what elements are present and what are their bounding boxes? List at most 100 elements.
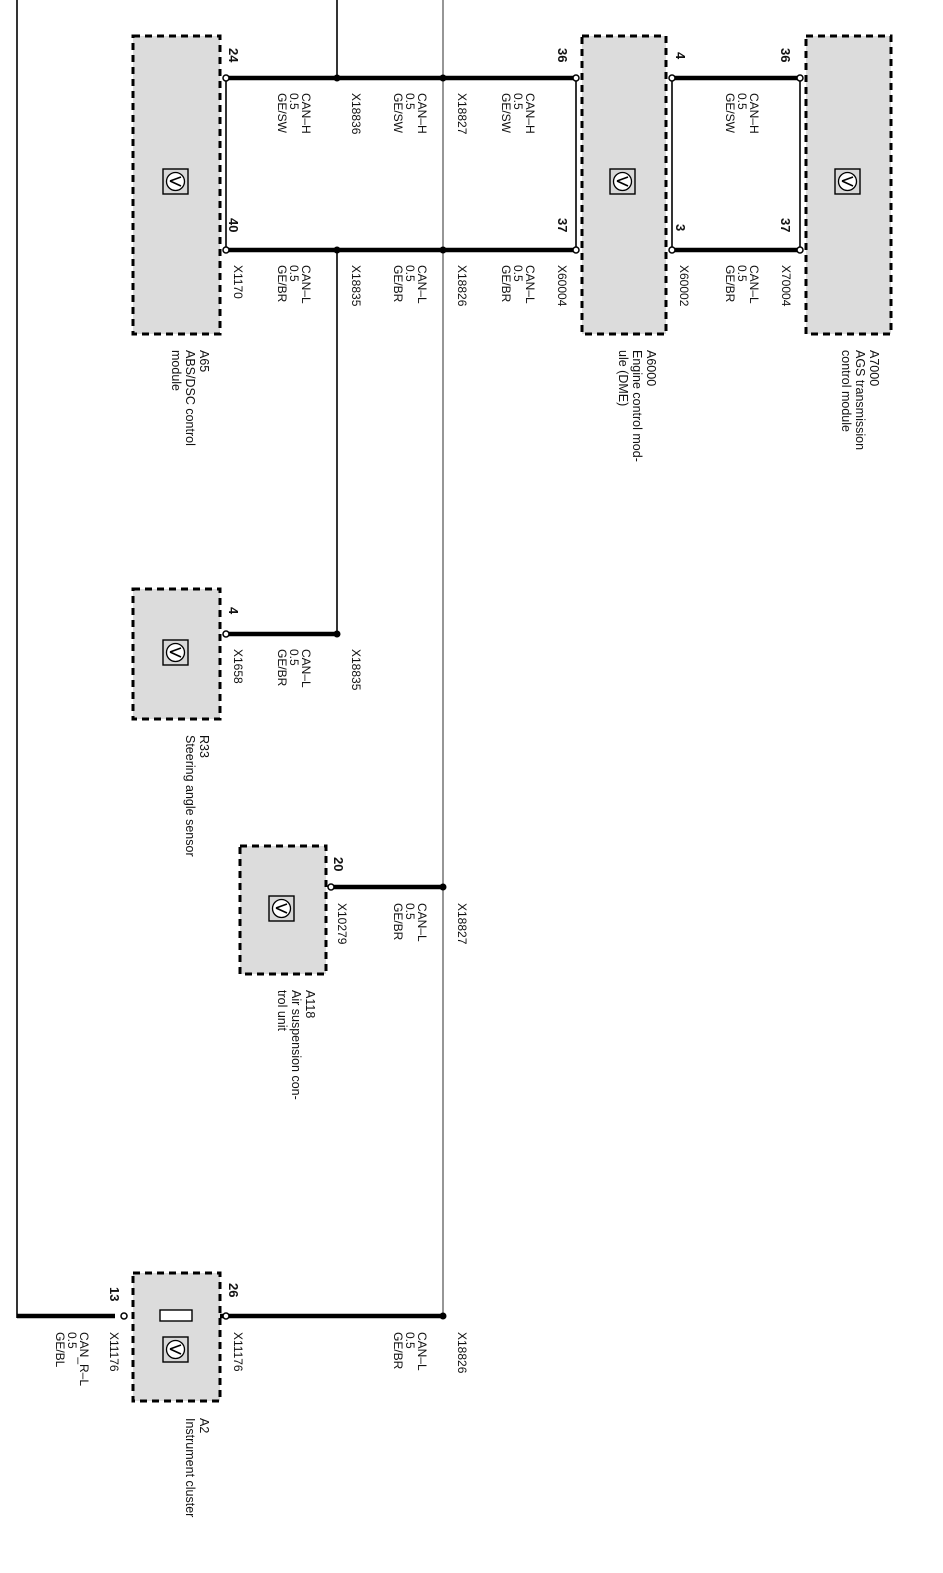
splice-label: X18827: [455, 93, 469, 135]
wire-color: GE/SW: [723, 93, 737, 134]
splice-dot-x18827-air: [439, 883, 447, 891]
pin-terminal: [222, 246, 230, 254]
wire-labels-can-l: CAN–L 0.5 GE/BR CAN–L 0.5 GE/BR CAN–L 0.…: [53, 265, 761, 1386]
connector-label: X70004: [779, 265, 793, 307]
wire-color: GE/BR: [391, 903, 405, 941]
pin-numbers: 24 40 36 37 4 3 36 37 4 20 26 13: [107, 48, 793, 1301]
splice-label: X18836: [349, 93, 363, 135]
connector-label: X1658: [231, 649, 245, 684]
module-a118[interactable]: [238, 844, 328, 976]
wire-color: GE/BR: [391, 265, 405, 303]
connector-label: X10279: [335, 903, 349, 945]
wire-signal: CAN_R–L: [77, 1332, 91, 1386]
splice-dot-x18826: [439, 246, 447, 254]
module-name-line: module: [169, 350, 183, 391]
wire-gauge: 0.5: [287, 93, 301, 110]
wire-gauge: 0.5: [511, 265, 525, 282]
module-r33[interactable]: [131, 587, 222, 721]
wire-signal: CAN–L: [747, 265, 761, 304]
pin-terminal: [327, 883, 335, 891]
pin-terminal: [222, 74, 230, 82]
module-code: A7000: [867, 350, 881, 386]
module-title-a118: A118 Air suspension con- trol unit: [275, 990, 317, 1100]
ecu-icon-circle: [165, 171, 186, 192]
module-name-line: Steering angle sensor: [183, 735, 197, 857]
module-a6000[interactable]: [580, 34, 668, 336]
module-name-line: Instrument cluster: [183, 1418, 197, 1517]
splice-label: X18826: [455, 265, 469, 307]
wire-signal: CAN–H: [747, 93, 761, 134]
wire-color: GE/SW: [391, 93, 405, 134]
splice-label: X18835: [349, 265, 363, 307]
splice-label: X18826: [455, 1332, 469, 1374]
wire-signal: CAN–H: [523, 93, 537, 134]
connector-label: X11176: [107, 1332, 121, 1372]
connector-label: X60004: [555, 265, 569, 307]
wire-color: GE/BR: [275, 265, 289, 303]
module-a7000[interactable]: [804, 34, 893, 336]
wire-gauge: 0.5: [735, 93, 749, 110]
wire-gauge: 0.5: [287, 265, 301, 282]
module-title-a7000: A7000 AGS transmission control module: [839, 350, 881, 450]
pin-number: 13: [107, 1287, 122, 1301]
wire-gauge: 0.5: [403, 903, 417, 920]
ecu-icon-circle: [612, 171, 633, 192]
module-name-line: Air suspension con-: [289, 990, 303, 1100]
module-title-a65: A65 ABS/DSC control module: [169, 350, 211, 446]
wire-gauge: 0.5: [735, 265, 749, 282]
pin-number: 40: [226, 218, 241, 232]
connector-labels: X1170 X60004 X60002 X70004 X1658 X10279 …: [107, 265, 793, 1372]
splice-dot-x18835: [333, 246, 341, 254]
pin-number: 24: [226, 48, 241, 63]
pin-terminal: [222, 630, 230, 638]
pin-number: 37: [555, 218, 570, 232]
connector-label: X11176: [231, 1332, 245, 1372]
splice-dot-x18836: [333, 74, 341, 82]
pin-terminal: [572, 74, 580, 82]
module-name-line: ABS/DSC control: [183, 350, 197, 446]
resistor-icon: [159, 1309, 193, 1322]
sensor-icon-circle: [165, 642, 186, 663]
wire-signal: CAN–L: [523, 265, 537, 304]
pin-number: 37: [778, 218, 793, 232]
wire-labels-can-h: CAN–H 0.5 GE/SW CAN–H 0.5 GE/SW CAN–H 0.…: [275, 93, 761, 134]
wire-color: GE/BR: [275, 649, 289, 687]
module-a65[interactable]: [131, 34, 222, 336]
module-name-line: trol unit: [275, 990, 289, 1032]
pin-terminal: [796, 246, 804, 254]
pin-number: 36: [778, 48, 793, 62]
wire-color: GE/BR: [499, 265, 513, 303]
wire-gauge: 0.5: [65, 1332, 79, 1349]
module-name-line: control module: [839, 350, 853, 432]
wire-color: GE/BR: [723, 265, 737, 303]
wire-signal: CAN–L: [415, 903, 429, 942]
pin-number: 4: [673, 52, 688, 60]
module-code: A6000: [644, 350, 658, 386]
splice-dot-x18835-steering: [333, 630, 341, 638]
wire-gauge: 0.5: [403, 1332, 417, 1349]
connector-label: X60002: [677, 265, 691, 307]
module-title-a6000: A6000 Engine control mod- ule (DME): [616, 350, 658, 462]
module-title-r33: R33 Steering angle sensor: [183, 735, 211, 857]
wire-color: GE/SW: [499, 93, 513, 134]
pin-number: 20: [331, 857, 346, 871]
module-code: A65: [197, 350, 211, 372]
pin-number: 36: [555, 48, 570, 62]
wire-signal: CAN–L: [415, 1332, 429, 1371]
module-name-line: ule (DME): [616, 350, 630, 406]
pin-terminal: [572, 246, 580, 254]
module-title-a2: A2 Instrument cluster: [183, 1418, 211, 1517]
ecu-icon-circle: [837, 171, 858, 192]
pin-terminal: [796, 74, 804, 82]
wire-signal: CAN–H: [415, 93, 429, 134]
module-a2[interactable]: [131, 1271, 222, 1403]
wire-gauge: 0.5: [287, 649, 301, 666]
connector-label: X1170: [231, 265, 245, 299]
wire-signal: CAN–L: [415, 265, 429, 304]
pin-number: 26: [226, 1283, 241, 1297]
module-code: R33: [197, 735, 211, 758]
pin-number: 3: [673, 224, 688, 231]
pin-terminal: [668, 74, 676, 82]
wire-gauge: 0.5: [511, 93, 525, 110]
